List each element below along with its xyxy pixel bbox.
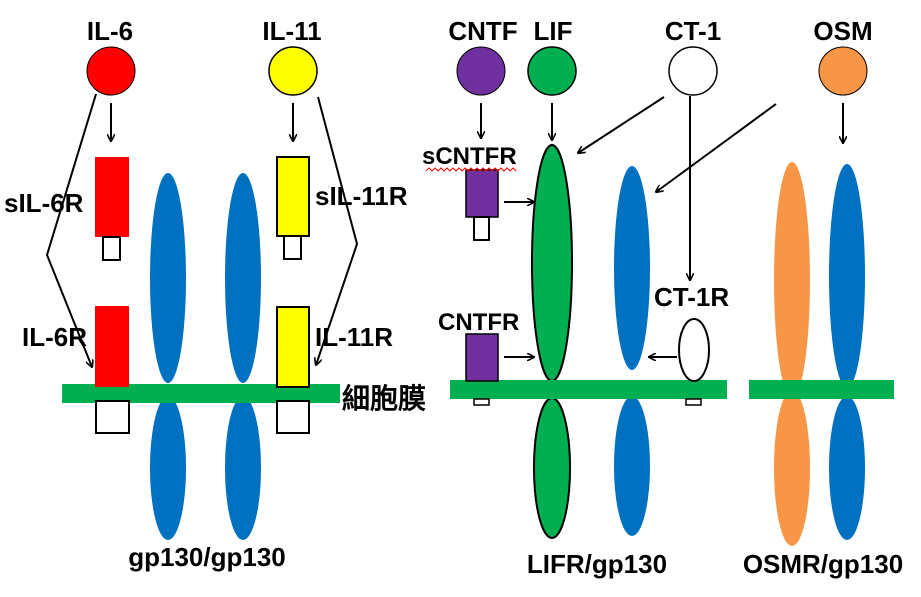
scntfr-stub	[473, 216, 490, 241]
label-complex-gp130-gp130: gp130/gp130	[128, 542, 286, 572]
lif-ligand	[527, 46, 577, 96]
scntfr-receptor	[465, 169, 499, 218]
label-il11r: IL-11R	[315, 322, 393, 352]
gp130-left-a-extracellular	[150, 173, 186, 383]
arrow-ct1-to-gp130	[656, 103, 777, 192]
gp130-right-extracellular	[829, 164, 865, 388]
arrow-il11-to-il11r	[316, 96, 359, 365]
ct1r-receptor	[678, 318, 710, 382]
scntfr-spell-underline	[425, 167, 517, 172]
gp130-right-intracellular	[829, 396, 865, 540]
gp130-middle-intracellular	[614, 396, 650, 536]
il11r-intracellular-box	[276, 400, 310, 434]
gp130-middle-extracellular	[614, 166, 650, 370]
sil6r-stub	[102, 236, 121, 261]
il6r-intracellular-box	[95, 400, 130, 434]
gp130-left-b-intracellular	[225, 396, 261, 540]
il6r-receptor	[95, 306, 129, 387]
label-cell-membrane: 細胞膜	[342, 382, 426, 414]
sil11r-stub	[283, 235, 302, 260]
il6-ligand	[86, 46, 136, 96]
il11-ligand	[268, 46, 318, 96]
cntf-ligand	[456, 46, 506, 96]
sil11r-receptor	[276, 156, 310, 237]
osm-ligand	[818, 46, 868, 96]
osmr-extracellular	[774, 162, 810, 398]
label-complex-osmr-gp130: OSMR/gp130	[743, 549, 903, 579]
label-sil11r: sIL-11R	[315, 181, 408, 211]
ct1r-stub	[685, 398, 702, 406]
membrane-middle	[450, 380, 727, 399]
label-scntfr: sCNTFR	[422, 143, 517, 170]
arrow-ct1-to-lifr	[578, 96, 665, 153]
cntfr-stub	[473, 398, 490, 406]
gp130-left-b-extracellular	[225, 173, 261, 383]
ligand-label-lif: LIF	[534, 16, 573, 46]
ligand-label-il11: IL-11	[262, 16, 321, 46]
il11r-receptor	[276, 306, 310, 388]
cntfr-receptor	[465, 333, 499, 382]
gp130-left-a-intracellular	[150, 396, 186, 540]
label-sil6r: sIL-6R	[4, 188, 84, 218]
membrane-right	[749, 380, 894, 399]
osmr-intracellular	[774, 390, 810, 546]
lifr-intracellular	[533, 397, 571, 539]
label-cntfr: CNTFR	[438, 309, 519, 336]
label-il6r: IL-6R	[22, 322, 87, 352]
ligand-label-osm: OSM	[813, 16, 872, 46]
ligand-label-il6: IL-6	[87, 16, 133, 46]
lifr-extracellular	[531, 144, 573, 382]
label-complex-lifr-gp130: LIFR/gp130	[527, 549, 667, 579]
ligand-label-cntf: CNTF	[448, 16, 517, 46]
membrane-left	[62, 384, 340, 403]
label-ct1r: CT-1R	[654, 282, 729, 312]
sil6r-receptor	[95, 157, 129, 237]
arrow-il6-to-il6r	[45, 93, 97, 367]
ligand-label-ct1: CT-1	[665, 16, 721, 46]
ct1-ligand	[668, 46, 718, 96]
